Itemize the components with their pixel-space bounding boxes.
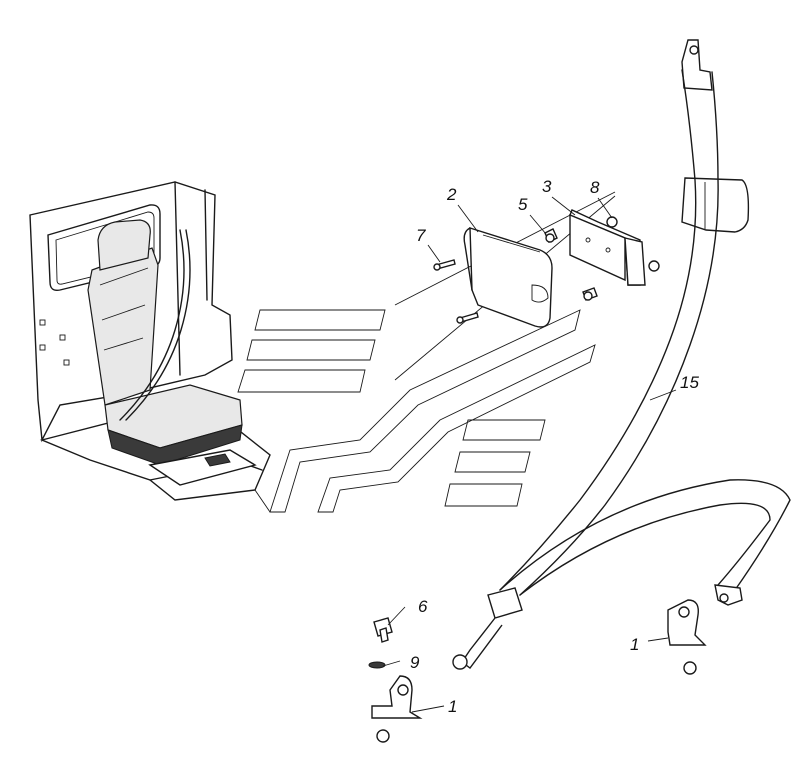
callout-2: 2 [446, 185, 457, 204]
anchor-bracket-part-1-right [667, 599, 707, 675]
callout-8: 8 [590, 178, 600, 197]
cover-part-2 [463, 227, 553, 328]
callout-6: 6 [418, 597, 428, 616]
bolt-mid [582, 287, 598, 301]
bracket-part-3 [569, 209, 646, 286]
callout-1-right: 1 [630, 635, 639, 654]
view-arrow [237, 309, 596, 513]
callout-15: 15 [680, 373, 699, 392]
callout-leaders [382, 196, 677, 713]
seat-belt-part-15 [452, 39, 791, 670]
nut-part-8 [606, 216, 660, 272]
cab-seat-view [29, 181, 271, 501]
bolt-part-6 [373, 617, 393, 643]
callout-5: 5 [518, 195, 528, 214]
bolt-part-7 [433, 259, 456, 271]
washer-part-9 [368, 661, 386, 669]
anchor-bracket-part-1-left [371, 675, 423, 743]
callout-1-left: 1 [448, 697, 457, 716]
callout-7: 7 [416, 226, 426, 245]
callout-9: 9 [410, 653, 420, 672]
callout-3: 3 [542, 177, 552, 196]
bolt-part-5 [544, 228, 558, 243]
bolt-lower [456, 312, 479, 324]
